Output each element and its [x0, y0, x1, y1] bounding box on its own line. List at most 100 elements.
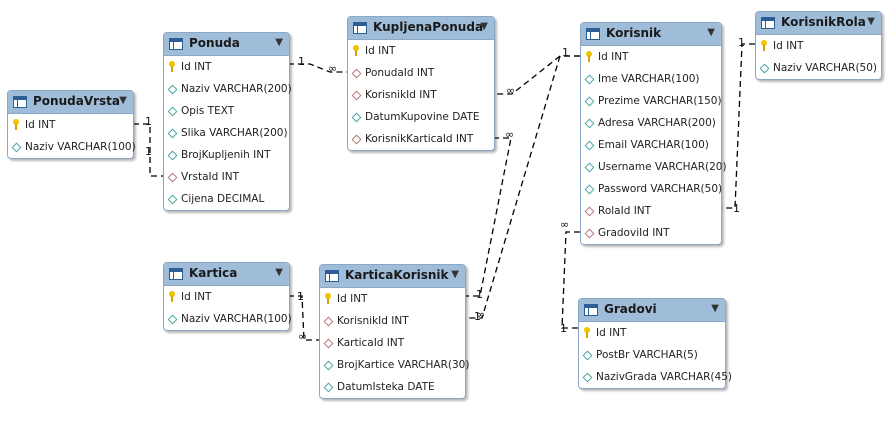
table-icon [169, 38, 183, 50]
foreign-key-icon [584, 206, 595, 217]
table-title: Korisnik [606, 26, 662, 40]
column-row[interactable]: Id INT [320, 288, 465, 310]
column-label: Cijena DECIMAL [181, 193, 265, 205]
foreign-key-icon [351, 68, 362, 79]
column-row[interactable]: Id INT [756, 35, 881, 57]
column-row[interactable]: KorisnikId INT [320, 310, 465, 332]
column-row[interactable]: Naziv VARCHAR(50) [756, 57, 881, 79]
column-label: Naziv VARCHAR(100) [25, 141, 136, 153]
column-label: Password VARCHAR(50) [598, 183, 723, 195]
table-title: KorisnikRola [781, 15, 866, 29]
key-icon [169, 61, 175, 72]
collapse-arrow-icon[interactable]: ▼ [275, 267, 283, 278]
column-row[interactable]: Password VARCHAR(50) [581, 178, 723, 200]
column-row[interactable]: Opis TEXT [164, 100, 289, 122]
collapse-arrow-icon[interactable]: ▼ [707, 27, 715, 38]
relationship-line-korisnik-karticakorisnik[interactable] [464, 55, 580, 319]
table-korisnikrola[interactable]: KorisnikRola▼ Id INT Naziv VARCHAR(50) [755, 11, 882, 80]
column-row[interactable]: DatumIsteka DATE [320, 376, 465, 398]
collapse-arrow-icon[interactable]: ▼ [480, 21, 488, 32]
column-row[interactable]: BrojKupljenih INT [164, 144, 289, 166]
collapse-arrow-icon[interactable]: ▼ [867, 16, 875, 27]
table-header[interactable]: Korisnik ▼ [581, 23, 721, 46]
column-row[interactable]: Adresa VARCHAR(200) [581, 112, 721, 134]
column-row[interactable]: KorisnikKarticaId INT [348, 128, 494, 150]
column-label: Id INT [773, 40, 804, 52]
table-header[interactable]: KarticaKorisnik▼ [320, 265, 465, 288]
column-label: Id INT [596, 327, 627, 339]
table-icon [353, 22, 367, 34]
collapse-arrow-icon[interactable]: ▼ [119, 95, 127, 106]
column-row[interactable]: BrojKartice VARCHAR(30) [320, 354, 469, 376]
column-row[interactable]: Id INT [164, 286, 289, 308]
table-header[interactable]: KupljenaPonuda▼ [348, 17, 494, 40]
cardinality-label-one: 1 [562, 46, 569, 59]
column-row[interactable]: PonudaId INT [348, 62, 494, 84]
table-kupljenaponuda[interactable]: KupljenaPonuda▼Id INT PonudaId INT Korisni… [347, 16, 495, 151]
column-icon [167, 314, 178, 325]
table-header[interactable]: Ponuda▼ [164, 33, 289, 56]
table-icon [169, 268, 183, 280]
relationship-line-karticakorisnik-kupljenaponuda[interactable] [464, 137, 512, 297]
column-row[interactable]: Id INT [164, 56, 289, 78]
table-ponudavrsta[interactable]: PonudaVrsta▼ Id INT Naziv VARCHAR(100) [7, 90, 136, 159]
column-row[interactable]: Email VARCHAR(100) [581, 134, 721, 156]
column-row[interactable]: Naziv VARCHAR(100) [8, 136, 136, 158]
relationship-line-ponudavrsta-ponuda[interactable] [133, 123, 163, 177]
table-header[interactable]: Kartica ▼ [164, 263, 289, 286]
column-row[interactable]: KarticaId INT [320, 332, 465, 354]
column-row[interactable]: Id INT [348, 40, 494, 62]
column-row[interactable]: PostBr VARCHAR(5) [579, 344, 725, 366]
column-label: BrojKupljenih INT [181, 149, 271, 161]
table-icon [325, 270, 339, 282]
table-title: Kartica [189, 266, 238, 280]
relationship-line-gradovi-korisnik[interactable] [561, 231, 580, 329]
column-label: Email VARCHAR(100) [598, 139, 709, 151]
column-row[interactable]: Ime VARCHAR(100) [581, 68, 721, 90]
table-icon [13, 96, 27, 108]
column-label: Id INT [25, 119, 56, 131]
column-row[interactable]: Cijena DECIMAL [164, 188, 289, 210]
column-row[interactable]: GradoviId INT [581, 222, 721, 244]
cardinality-label-many: ∞ [505, 128, 515, 141]
column-label: GradoviId INT [598, 227, 670, 239]
cardinality-label-many: 1 [733, 202, 740, 215]
column-row[interactable]: RolaId INT [581, 200, 721, 222]
column-row[interactable]: VrstaId INT [164, 166, 289, 188]
column-icon [11, 142, 22, 153]
collapse-arrow-icon[interactable]: ▼ [451, 269, 459, 280]
column-row[interactable]: Naziv VARCHAR(200) [164, 78, 292, 100]
column-icon [167, 150, 178, 161]
cardinality-label-many: ∞ [560, 218, 570, 231]
column-row[interactable]: Id INT [579, 322, 725, 344]
column-row[interactable]: NazivGrada VARCHAR(45) [579, 366, 732, 388]
column-label: Naziv VARCHAR(50) [773, 62, 877, 74]
table-header[interactable]: PonudaVrsta▼ [8, 91, 133, 114]
cardinality-label-one: 1 [474, 310, 481, 323]
column-row[interactable]: Username VARCHAR(20) [581, 156, 727, 178]
column-row[interactable]: KorisnikId INT [348, 84, 494, 106]
column-label: PonudaId INT [365, 67, 435, 79]
relationship-line-kartica-karticakorisnik[interactable] [288, 295, 319, 341]
table-header[interactable]: KorisnikRola▼ [756, 12, 881, 35]
column-row[interactable]: Naziv VARCHAR(100) [164, 308, 292, 330]
table-gradovi[interactable]: Gradovi▼ Id INT PostBr VARCHAR(5)NazivGrad… [578, 298, 732, 389]
column-row[interactable]: Slika VARCHAR(200) [164, 122, 289, 144]
column-label: Opis TEXT [181, 105, 235, 117]
relationship-line-korisnikrola-korisnik[interactable] [720, 43, 755, 209]
column-row[interactable]: Id INT [581, 46, 721, 68]
column-row[interactable]: DatumKupovine DATE [348, 106, 494, 128]
table-header[interactable]: Gradovi▼ [579, 299, 725, 322]
collapse-arrow-icon[interactable]: ▼ [275, 37, 283, 48]
column-row[interactable]: Prezime VARCHAR(150) [581, 90, 722, 112]
column-row[interactable]: Id INT [8, 114, 133, 136]
table-icon [761, 17, 775, 29]
cardinality-label-one: 1 [476, 288, 483, 301]
collapse-arrow-icon[interactable]: ▼ [711, 303, 719, 314]
relationship-line-ponuda-kupljenaponuda[interactable] [288, 63, 347, 73]
